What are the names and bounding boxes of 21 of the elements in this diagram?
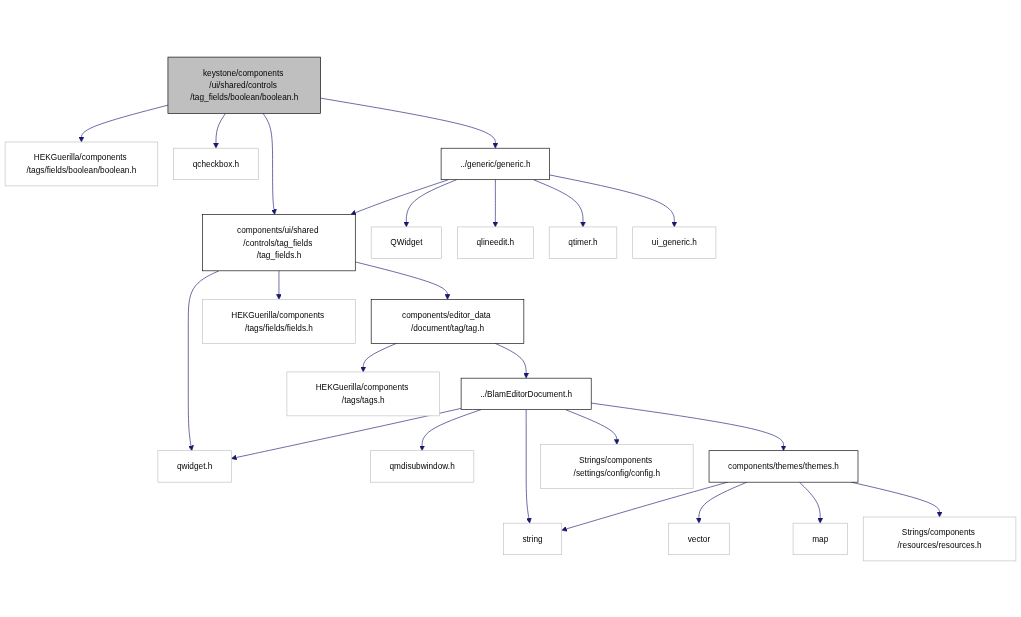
node-box: QWidget: [370, 226, 442, 259]
node-box: string: [503, 522, 563, 555]
node-box: keystone/components /ui/shared/controls /tag_fields/boolean/boolean.h: [167, 56, 321, 114]
node-box: HEKGuerilla/components /tags/fields/fields.h: [202, 298, 356, 344]
node-box: components/editor_data /document/tag/tag.h: [370, 298, 525, 344]
node-box: qmdisubwindow.h: [370, 449, 475, 482]
node-box: map: [792, 522, 848, 555]
node-box: ../generic/generic.h: [440, 147, 550, 180]
node-box: components/ui/shared /controls/tag_fields /tag_fields.h: [202, 213, 356, 271]
node-box: Strings/components /settings/config/config.h: [540, 443, 694, 489]
node-box: qcheckbox.h: [173, 147, 259, 180]
node-box: components/themes/themes.h: [708, 449, 859, 482]
node-box: Strings/components /resources/resources.h: [862, 516, 1017, 561]
node-box: HEKGuerilla/components /tags/fields/boolean/boolean.h: [4, 141, 159, 186]
node-box: HEKGuerilla/components /tags/tags.h: [286, 371, 440, 416]
node-box: qtimer.h: [548, 226, 618, 259]
node-box: vector: [668, 522, 730, 555]
node-box: qlineedit.h: [457, 226, 534, 259]
node-box: ui_generic.h: [632, 226, 717, 259]
node-box: qwidget.h: [157, 449, 232, 482]
node-box: ../BlamEditorDocument.h: [460, 377, 592, 410]
